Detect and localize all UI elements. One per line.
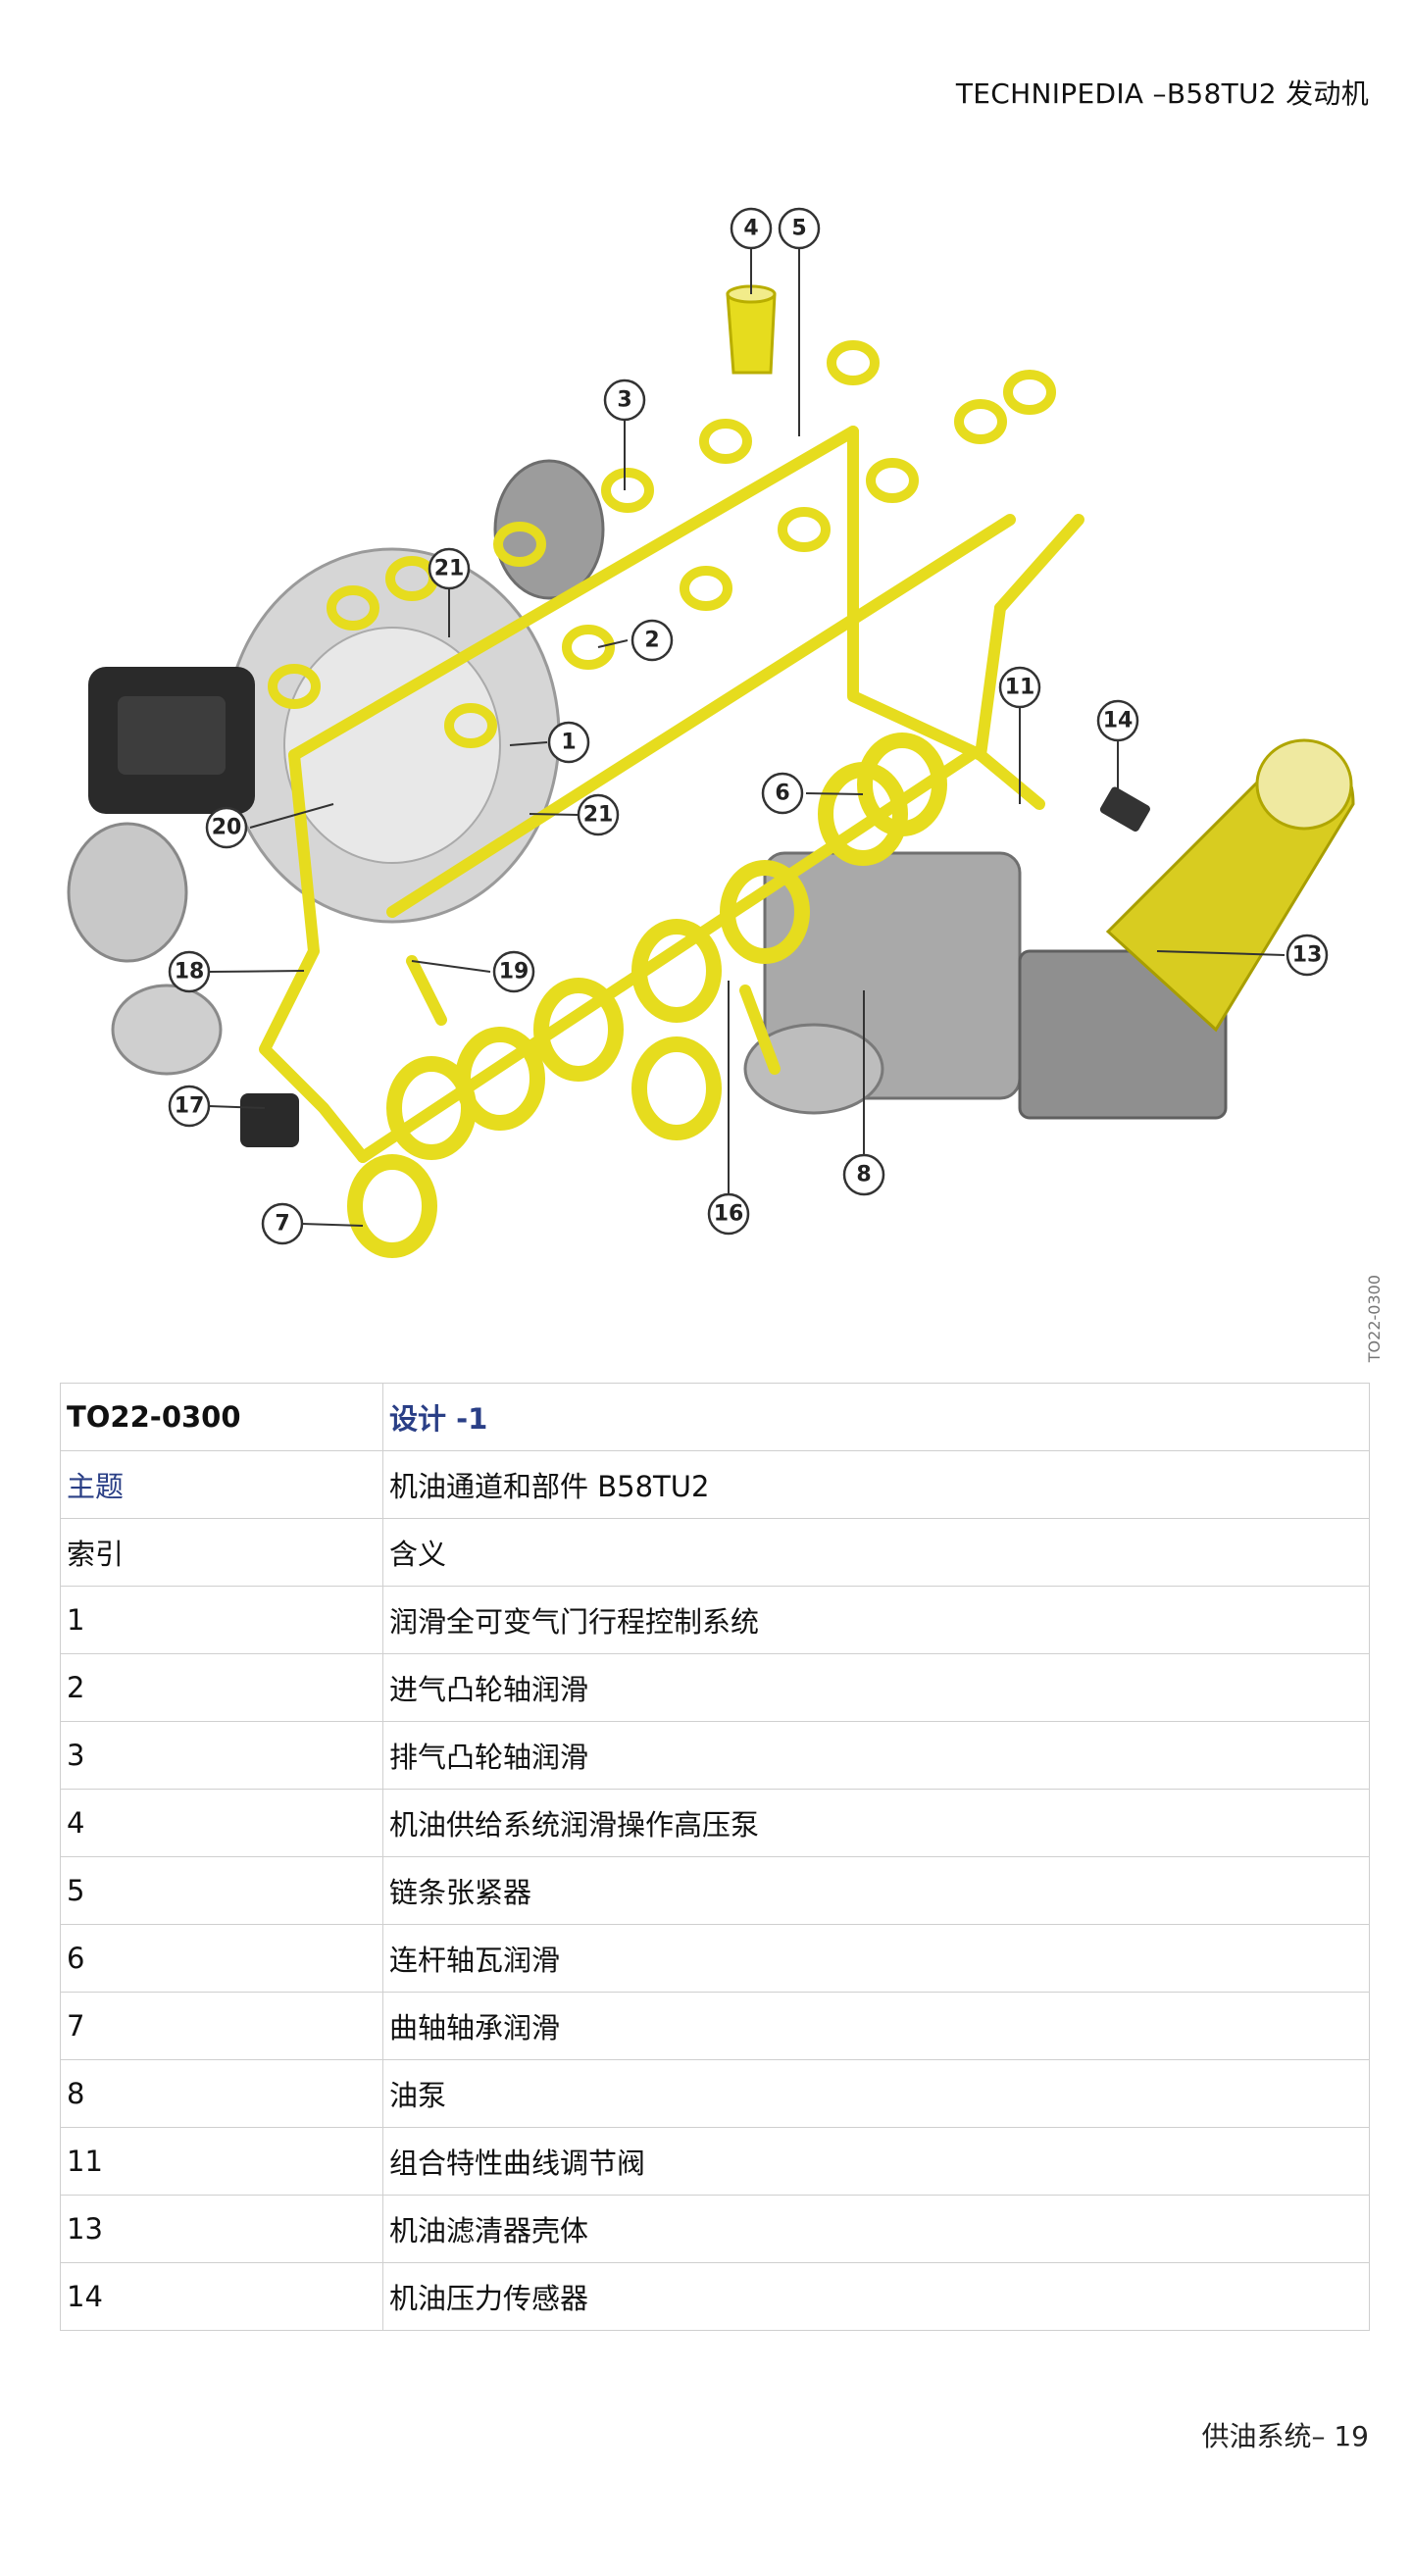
table-row: 7 曲轴轴承润滑 — [60, 1992, 1370, 2060]
callout-18: 18 — [168, 950, 211, 993]
callout-17: 17 — [168, 1085, 211, 1128]
table-row: 11 组合特性曲线调节阀 — [60, 2127, 1370, 2196]
callout-21-upper: 21 — [428, 547, 471, 590]
table-row: 主题 机油通道和部件 B58TU2 — [60, 1450, 1370, 1519]
table-cell-meaning: 机油滤清器壳体 — [382, 2195, 1370, 2263]
svg-text:20: 20 — [212, 816, 242, 840]
callout-6: 6 — [761, 772, 804, 815]
table-cell-index: 11 — [60, 2127, 383, 2196]
page-footer: 供油系统– 19 — [1201, 2420, 1369, 2452]
table-cell-meaning: 组合特性曲线调节阀 — [382, 2127, 1370, 2196]
svg-text:6: 6 — [775, 782, 789, 806]
page-header: TECHNIPEDIA –B58TU2 发动机 — [955, 77, 1369, 110]
table-row: 4 机油供给系统润滑操作高压泵 — [60, 1789, 1370, 1857]
table-row: 2 进气凸轮轴润滑 — [60, 1653, 1370, 1722]
callout-14: 14 — [1096, 699, 1139, 742]
table-cell-index: 5 — [60, 1856, 383, 1925]
table-cell-index: 4 — [60, 1789, 383, 1857]
table-row: 3 排气凸轮轴润滑 — [60, 1721, 1370, 1790]
table-cell-meaning: 机油通道和部件 B58TU2 — [382, 1450, 1370, 1519]
callout-8: 8 — [842, 1153, 885, 1196]
svg-text:5: 5 — [791, 217, 806, 241]
table-cell-index: 7 — [60, 1992, 383, 2060]
table-cell-index: 1 — [60, 1586, 383, 1654]
svg-text:14: 14 — [1103, 709, 1134, 733]
callout-2: 2 — [630, 619, 674, 662]
callout-4: 4 — [730, 207, 773, 250]
callout-5: 5 — [778, 207, 821, 250]
table-row: 6 连杆轴瓦润滑 — [60, 1924, 1370, 1993]
table-row: 8 油泵 — [60, 2059, 1370, 2128]
turbocharger-illustration — [67, 459, 605, 1076]
callout-13: 13 — [1286, 934, 1329, 977]
svg-text:16: 16 — [714, 1202, 744, 1227]
table-row: 14 机油压力传感器 — [60, 2262, 1370, 2331]
table-cell-meaning: 链条张紧器 — [382, 1856, 1370, 1925]
table-row: 13 机油滤清器壳体 — [60, 2195, 1370, 2263]
table-cell-meaning: 机油压力传感器 — [382, 2262, 1370, 2331]
table-cell-index: 索引 — [60, 1518, 383, 1587]
table-cell-index: 3 — [60, 1721, 383, 1790]
svg-text:1: 1 — [561, 731, 576, 755]
figure-code: TO22-0300 — [1365, 1275, 1384, 1363]
svg-text:8: 8 — [856, 1163, 871, 1187]
callout-11: 11 — [998, 666, 1041, 709]
table-cell-meaning: 润滑全可变气门行程控制系统 — [382, 1586, 1370, 1654]
table-cell-meaning: 机油供给系统润滑操作高压泵 — [382, 1789, 1370, 1857]
svg-text:21: 21 — [434, 557, 465, 581]
svg-text:13: 13 — [1292, 943, 1323, 968]
svg-text:18: 18 — [175, 960, 205, 985]
table-cell-meaning: 油泵 — [382, 2059, 1370, 2128]
table-row: 索引 含义 — [60, 1518, 1370, 1587]
callout-7: 7 — [261, 1202, 304, 1245]
table-cell-index: 主题 — [60, 1450, 383, 1519]
callout-3: 3 — [603, 379, 646, 422]
oil-channel-diagram: 4 5 3 21 2 1 21 20 11 14 6 13 18 19 17 8… — [67, 207, 1355, 1258]
table-row: 5 链条张紧器 — [60, 1856, 1370, 1925]
table-cell-index: 2 — [60, 1653, 383, 1722]
callout-1: 1 — [547, 721, 590, 764]
table-cell-meaning: 含义 — [382, 1518, 1370, 1587]
svg-text:17: 17 — [175, 1094, 205, 1119]
camshaft-bearing-rings — [268, 340, 1056, 748]
table-cell-index: TO22-0300 — [60, 1383, 383, 1451]
crankshaft-bearing-rings — [347, 732, 947, 1258]
table-cell-index: 14 — [60, 2262, 383, 2331]
table-row: TO22-0300 设计 -1 — [60, 1383, 1370, 1451]
svg-text:2: 2 — [644, 629, 659, 653]
table-cell-meaning: 曲轴轴承润滑 — [382, 1992, 1370, 2060]
svg-text:19: 19 — [499, 960, 530, 985]
svg-text:7: 7 — [275, 1212, 289, 1237]
callout-16: 16 — [707, 1192, 750, 1236]
svg-text:4: 4 — [743, 217, 758, 241]
table-cell-meaning: 进气凸轮轴润滑 — [382, 1653, 1370, 1722]
callout-19: 19 — [492, 950, 535, 993]
svg-text:21: 21 — [583, 803, 614, 828]
callout-20: 20 — [205, 806, 248, 849]
table-cell-index: 13 — [60, 2195, 383, 2263]
table-cell-meaning: 设计 -1 — [382, 1383, 1370, 1451]
pump-supply-cup — [726, 284, 777, 375]
svg-text:11: 11 — [1005, 676, 1035, 700]
svg-text:3: 3 — [617, 388, 631, 413]
table-cell-index: 6 — [60, 1924, 383, 1993]
callout-21-lower: 21 — [577, 793, 620, 836]
table-cell-index: 8 — [60, 2059, 383, 2128]
table-row: 1 润滑全可变气门行程控制系统 — [60, 1586, 1370, 1654]
oil-filter-housing-illustration — [1105, 738, 1355, 1033]
table-cell-meaning: 连杆轴瓦润滑 — [382, 1924, 1370, 1993]
table-cell-meaning: 排气凸轮轴润滑 — [382, 1721, 1370, 1790]
legend-table: TO22-0300 设计 -1 主题 机油通道和部件 B58TU2 索引 含义 … — [60, 1383, 1370, 2331]
callout-leaders — [208, 248, 1286, 1227]
